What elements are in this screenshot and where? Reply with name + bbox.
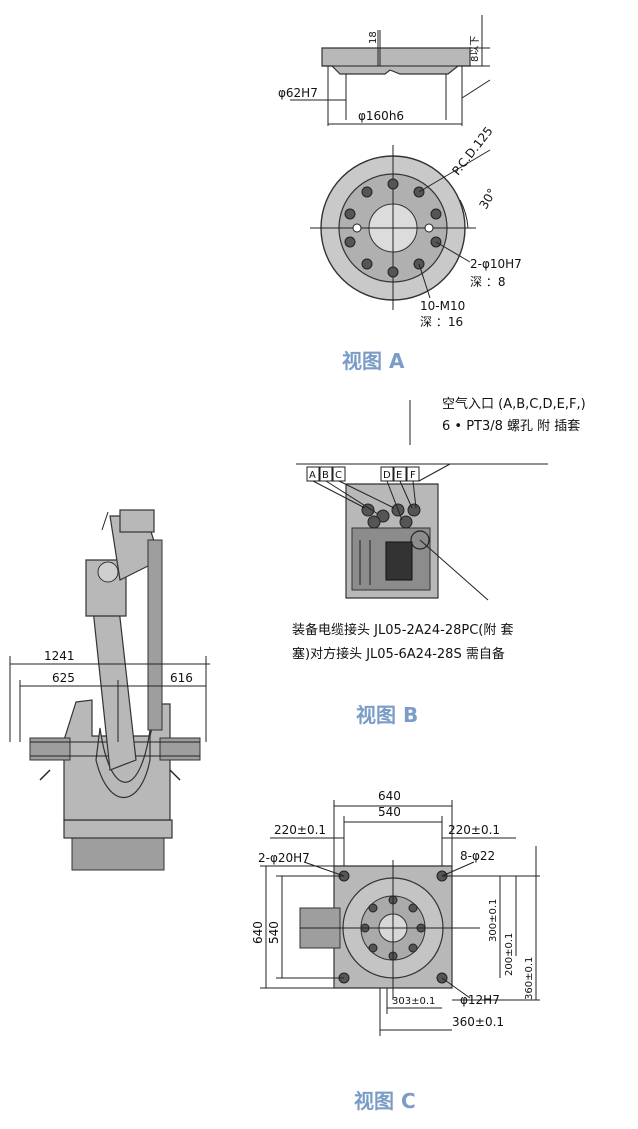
port-label-c: C — [335, 470, 342, 481]
cable-note-line2: 塞)对方接头 JL05-6A24-28S 需自备 — [292, 646, 505, 662]
robot-side-view — [29, 509, 201, 871]
air-inlet-note-line1: 空气入口 (A,B,C,D,E,F,) — [442, 396, 586, 412]
view-b-title: 视图 B — [356, 703, 418, 727]
view-b-connector-panel — [296, 463, 548, 601]
dim-c-tol-left-label: 220±0.1 — [274, 823, 326, 837]
side-view-dim-lines — [9, 656, 210, 742]
dim-c-v200-label: 200±0.1 — [504, 933, 515, 976]
dim-625-label: 625 — [52, 671, 75, 685]
dim-phi160-label: φ160h6 — [358, 109, 404, 123]
dim-c-640-label: 640 — [378, 789, 401, 803]
air-inlet-note-line2: 6 • PT3/8 螺孔 附 插套 — [442, 418, 580, 434]
port-label-b: B — [322, 470, 329, 481]
view-c-title: 视图 C — [354, 1089, 416, 1113]
dim-c-b360-label: 360±0.1 — [452, 1015, 504, 1029]
dim-616-label: 616 — [170, 671, 193, 685]
dim-c-b303-label: 303±0.1 — [392, 996, 435, 1007]
tapped-depth-label: 深 ：16 — [420, 315, 463, 329]
port-label-f: F — [410, 470, 416, 481]
view-c-base-plan — [299, 860, 480, 1000]
cable-note-line1: 装备电缆接头 JL05-2A24-28PC(附 套 — [292, 622, 514, 638]
pin-holes-label: 2-φ10H7 — [470, 257, 522, 271]
dim-1241-label: 1241 — [44, 649, 75, 663]
dim-c-tol-right-label: 220±0.1 — [448, 823, 500, 837]
view-a-title: 视图 A — [342, 349, 405, 373]
dim-c-540-label: 540 — [378, 805, 401, 819]
dim-c-h540-label: 540 — [267, 921, 281, 944]
dim-18-label: 18 — [368, 31, 379, 44]
view-c-dim-lines — [260, 800, 540, 1036]
port-label-boxes — [306, 463, 451, 521]
view-a-flange-face — [310, 145, 491, 310]
port-label-e: E — [396, 470, 402, 481]
dim-angle-label: 30° — [476, 186, 499, 211]
dim-c-phi12-label: φ12H7 — [460, 993, 500, 1007]
dim-phi62-label: φ62H7 — [278, 86, 318, 100]
dim-c-holes8-label: 8-φ22 — [460, 849, 495, 863]
port-label-d: D — [383, 470, 391, 481]
dim-c-v300-label: 300±0.1 — [488, 899, 499, 942]
view-a-flange-side — [290, 15, 491, 126]
dim-c-v360-label: 360±0.1 — [524, 957, 535, 1000]
tapped-holes-label: 10-M10 — [420, 299, 465, 313]
dim-8-label: 8以下 — [470, 36, 481, 62]
dim-c-h640-label: 640 — [251, 921, 265, 944]
port-label-a: A — [309, 470, 316, 481]
pin-depth-label: 深 ：8 — [470, 275, 505, 289]
dim-c-pin-holes-label: 2-φ20H7 — [258, 851, 310, 865]
